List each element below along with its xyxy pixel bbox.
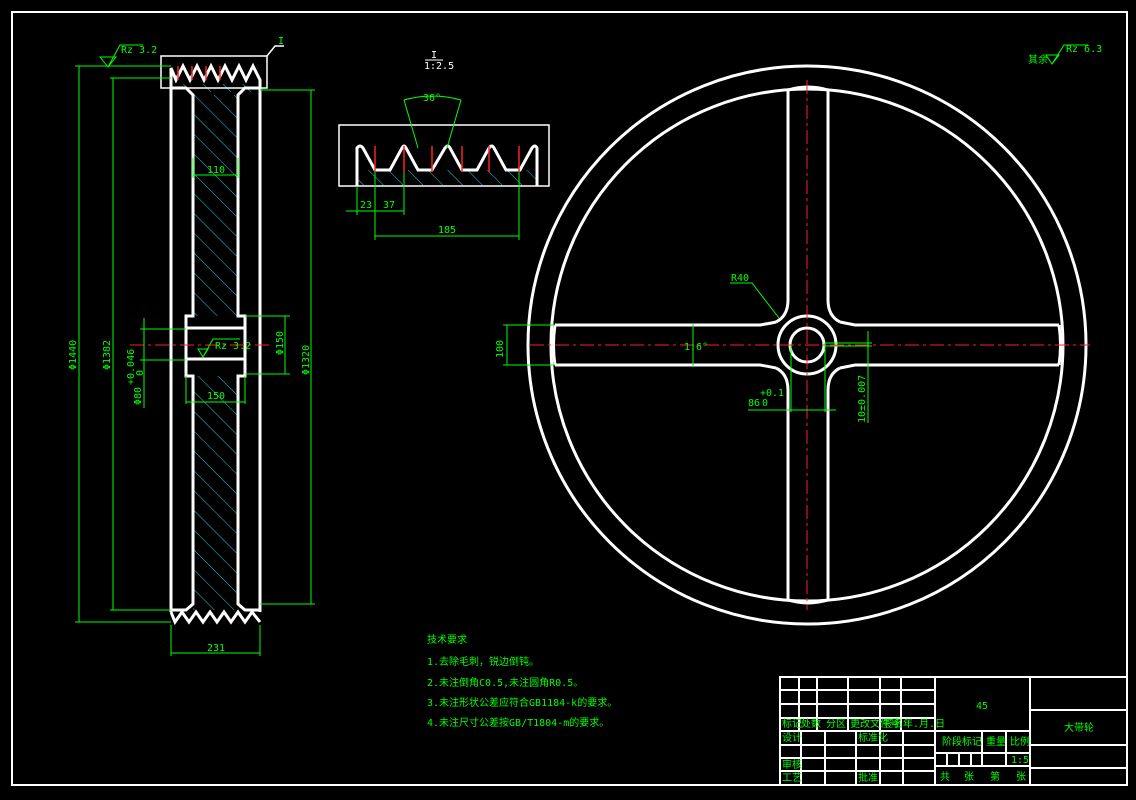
tb-header: 年.月.日 [903, 717, 945, 730]
dim-w110: 110 [207, 165, 225, 176]
tb-review: 审核 [782, 758, 802, 771]
tb-weight: 重量 [986, 735, 1006, 748]
tb-header: 处数 [801, 717, 821, 730]
dim-d1440: Φ1440 [68, 340, 79, 370]
dim-10-tol: 10±0.007 [857, 375, 868, 423]
dim-37: 37 [383, 200, 395, 211]
tb-header: 分区 [826, 718, 846, 730]
tb-scale: 1:5 [1011, 755, 1029, 766]
dim-d80-tol-lower: 0 [135, 370, 146, 376]
dim-d1382: Φ1382 [102, 340, 113, 370]
detail-marker-label: I [278, 36, 284, 47]
tb-design: 设计 [782, 731, 802, 744]
tb-scale-label: 比例 [1010, 735, 1030, 748]
roughness-bore: Rz 3.2 [215, 341, 251, 352]
tech-item: 2.未注倒角C0.5,未注圆角R0.5。 [427, 676, 583, 689]
detail-label: I [431, 50, 437, 61]
title-block: 标记 处数 分区 更改文件号 签名 年.月.日 设计 标准化 审核 工艺 批准 … [779, 676, 1128, 786]
tech-item: 1.去除毛刺，锐边倒钝。 [427, 655, 539, 668]
tech-item: 4.未注尺寸公差按GB/T1804-m的要求。 [427, 716, 609, 729]
dim-w150: 150 [207, 391, 225, 402]
tb-part-name: 大带轮 [1064, 721, 1094, 734]
dim-d1320: Φ1320 [301, 345, 312, 375]
tb-process: 工艺 [782, 772, 802, 784]
tb-approve: 批准 [858, 771, 878, 784]
dim-taper: 1:6° [684, 342, 708, 353]
dim-angle-36: 36° [423, 93, 441, 104]
side-section-view: I Rz 3.2 Rz 3.2 Φ1440 Φ1382 Φ1320 Φ150 Φ… [68, 36, 315, 656]
tb-stage-mark: 阶段标记 [942, 735, 982, 748]
front-view: R40 100 1:6° 86 +0.1 0 10±0.007 [495, 64, 1090, 626]
tech-title: 技术要求 [427, 633, 467, 646]
dim-86-tol-upper: +0.1 [760, 388, 784, 399]
tb-material: 45 [976, 701, 988, 712]
tech-item: 3.未注形状公差应符合GB1184-k的要求。 [427, 696, 617, 709]
detail-i-view: I 1:2.5 36° 23 37 185 [338, 50, 550, 240]
dim-d80: Φ80 [133, 387, 144, 405]
tb-header: 标记 [782, 718, 802, 730]
tb-header: 更改文件号 [850, 717, 900, 730]
tech-requirements: 技术要求 1.去除毛刺，锐边倒钝。 2.未注倒角C0.5,未注圆角R0.5。 3… [427, 633, 617, 729]
tb-sheets: 张 [1016, 771, 1026, 783]
tb-standard: 标准化 [858, 731, 888, 744]
general-roughness: 其余 Rz 6.3 [1028, 44, 1102, 66]
tb-sheets: 第 [990, 770, 1000, 783]
dim-d150: Φ150 [275, 331, 286, 355]
tb-sheets: 张 [964, 771, 974, 783]
tb-header: 签名 [883, 717, 903, 730]
roughness-value: Rz 6.3 [1066, 44, 1102, 55]
roughness-prefix: 其余 [1028, 53, 1048, 66]
dim-23: 23 [360, 200, 372, 211]
dim-185: 185 [438, 225, 456, 236]
dim-d80-tol-upper: +0.046 [126, 349, 137, 385]
tb-sheets: 共 [940, 771, 950, 783]
dim-r40: R40 [731, 273, 749, 284]
dim-86: 86 [748, 398, 760, 409]
drawing-frame [11, 11, 1128, 786]
roughness-top: Rz 3.2 [121, 45, 157, 56]
dim-w231: 231 [207, 643, 225, 654]
dim-86-tol-lower: 0 [762, 398, 768, 409]
detail-i-marker-box [160, 55, 268, 89]
detail-scale: 1:2.5 [424, 61, 454, 72]
dim-100: 100 [495, 340, 506, 358]
